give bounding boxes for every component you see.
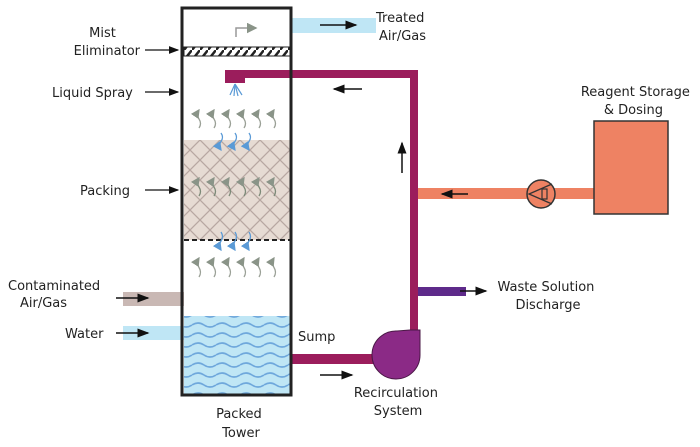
mist-eliminator-label: Mist Eliminator <box>74 26 141 59</box>
gas-flow-arrows <box>190 108 277 278</box>
gas-flow-arrow <box>190 256 202 278</box>
treated-label: Treated Air/Gas <box>375 11 429 44</box>
liquid-flow-arrows <box>212 132 252 252</box>
gas-flow-arrow <box>235 256 247 278</box>
gas-flow-arrow <box>235 108 247 129</box>
gas-flow-arrow <box>235 176 247 197</box>
gas-flow-arrow <box>190 176 202 197</box>
liquid-flow-arrow <box>226 231 238 252</box>
gas-flow-arrow <box>220 108 232 129</box>
gas-flow-arrow <box>250 176 262 197</box>
gas-flow-arrow <box>265 256 277 278</box>
sump-label: Sump <box>298 330 335 345</box>
liquid-flow-arrow <box>212 231 224 252</box>
liquid-spray-label: Liquid Spray <box>52 86 133 101</box>
gas-flow-arrow <box>205 256 217 278</box>
packed-tower-label: Packed Tower <box>216 407 266 441</box>
gas-flow-arrow <box>190 108 202 129</box>
contaminated-label: Contaminated Air/Gas <box>8 279 104 311</box>
liquid-flow-arrow <box>240 132 252 152</box>
waste-label: Waste Solution Discharge <box>497 280 598 313</box>
spray-nozzle <box>225 70 245 83</box>
spray-droplets <box>229 83 243 97</box>
packing-label: Packing <box>80 184 130 199</box>
liquid-flow-arrow <box>212 132 224 152</box>
gas-outlet-arrow <box>235 22 258 37</box>
gas-flow-arrow <box>265 176 277 197</box>
sump-pipe <box>290 354 380 364</box>
gas-flow-arrow <box>220 176 232 197</box>
dosing-pump-icon <box>526 179 556 209</box>
gas-flow-arrow <box>250 108 262 129</box>
recirculation-pump <box>371 329 421 380</box>
mist-eliminator <box>183 46 291 57</box>
liquid-flow-arrow <box>226 132 238 152</box>
waste-pipe <box>418 287 466 296</box>
packed-tower-shell <box>180 6 293 397</box>
contaminated-gas-pipe <box>123 292 184 306</box>
reagent-label: Reagent Storage & Dosing <box>581 85 694 118</box>
recirculation-label: Recirculation System <box>354 386 442 419</box>
packing-bed <box>184 140 290 240</box>
gas-flow-arrow <box>250 256 262 278</box>
gas-flow-arrow <box>265 108 277 129</box>
sump-water <box>184 316 290 394</box>
liquid-flow-arrow <box>240 231 252 252</box>
gas-flow-arrow <box>205 176 217 197</box>
reagent-pipe <box>418 188 596 199</box>
reagent-storage-tank <box>593 120 669 215</box>
gas-flow-arrow <box>220 256 232 278</box>
gas-flow-arrow <box>205 108 217 129</box>
water-label: Water <box>65 327 104 342</box>
